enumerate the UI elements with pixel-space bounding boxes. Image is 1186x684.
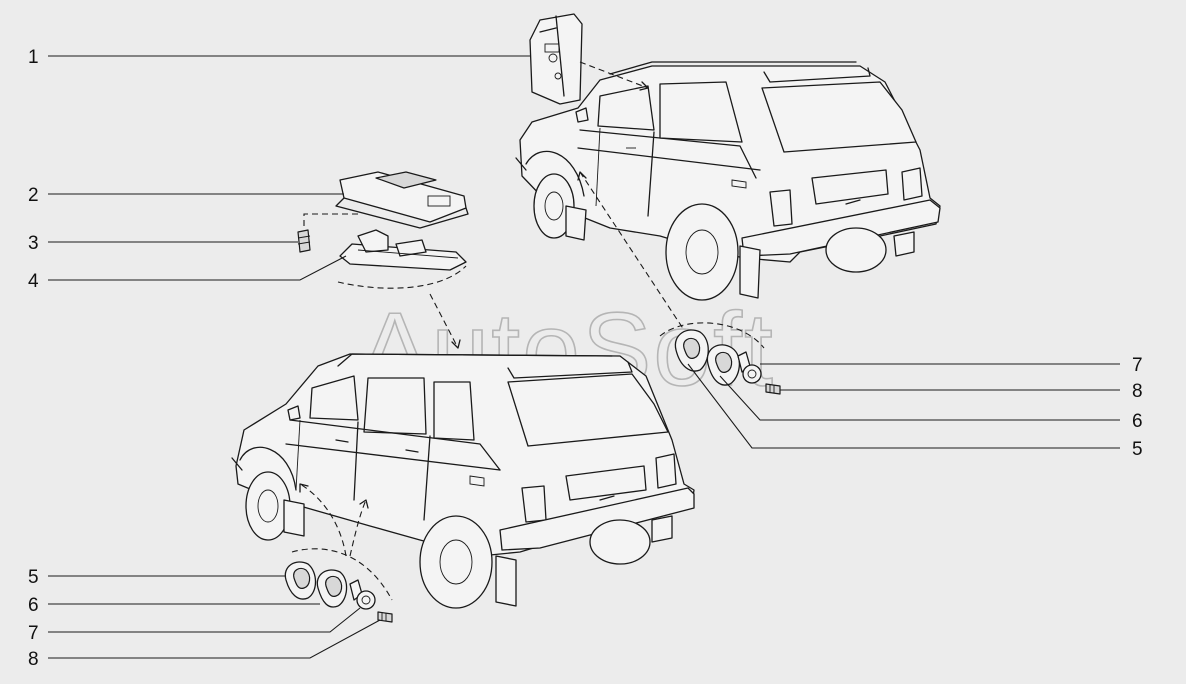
parts-right-switch — [674, 329, 781, 395]
car-top-right — [515, 61, 941, 301]
part-1-rear-lamp — [529, 13, 583, 105]
parts-left-switch — [284, 561, 393, 623]
callout-7-left: 7 — [28, 623, 39, 644]
part-2-lamp-cover — [335, 171, 469, 229]
callout-5-left: 5 — [28, 567, 39, 588]
callout-3: 3 — [28, 233, 39, 254]
car-bottom-left — [231, 353, 695, 609]
callout-8-right: 8 — [1132, 381, 1143, 402]
leader-lines — [48, 55, 1120, 659]
callout-5-right: 5 — [1132, 439, 1143, 460]
part-3-screw — [297, 229, 311, 253]
callout-2: 2 — [28, 185, 39, 206]
callout-6-right: 6 — [1132, 411, 1143, 432]
callout-4: 4 — [28, 271, 39, 292]
callout-8-left: 8 — [28, 649, 39, 670]
callout-6-left: 6 — [28, 595, 39, 616]
assembly-paths — [291, 61, 765, 601]
callout-1: 1 — [28, 47, 39, 68]
part-4-lamp-base — [339, 229, 467, 271]
callout-7-right: 7 — [1132, 355, 1143, 376]
